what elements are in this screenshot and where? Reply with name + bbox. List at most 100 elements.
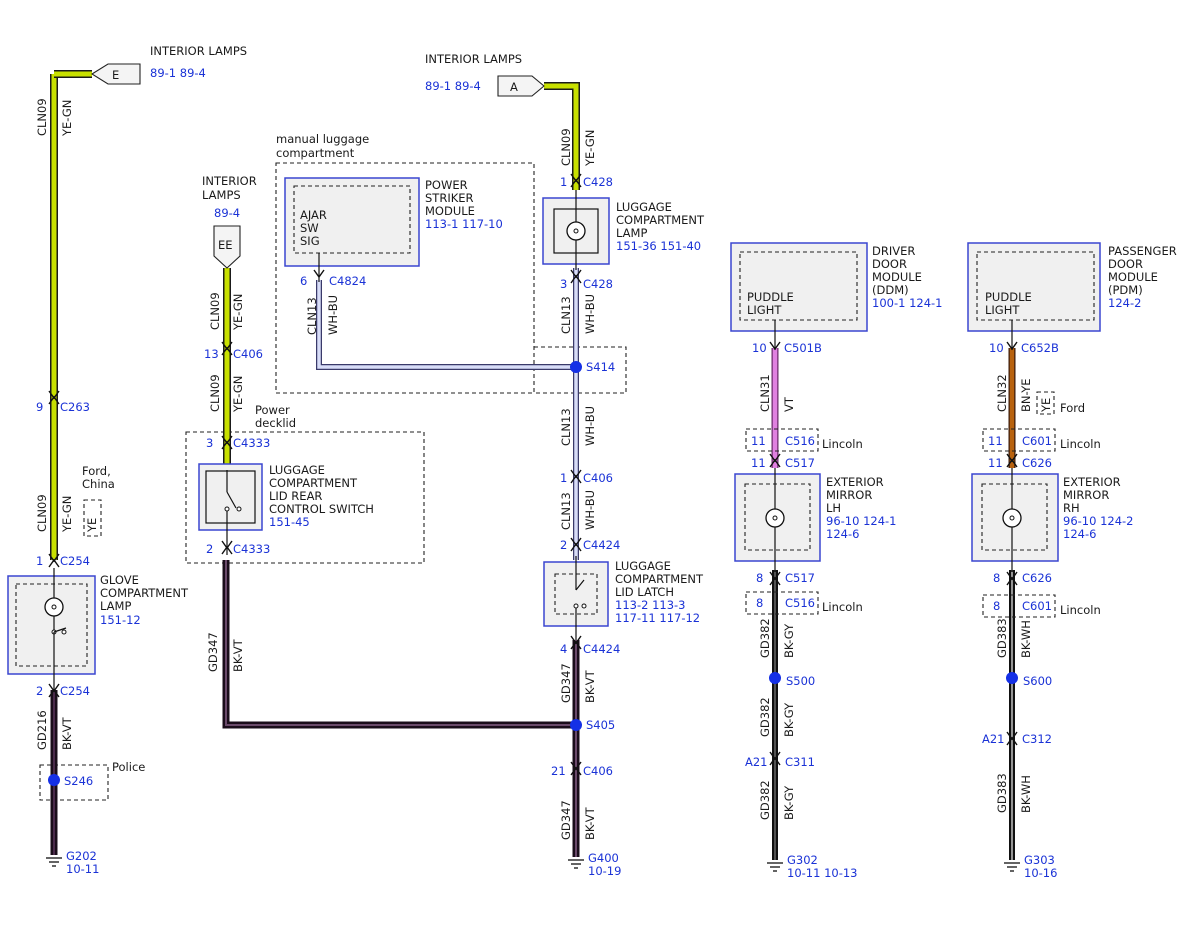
pin: 13 [204,347,219,361]
pin: 11 [751,434,766,448]
connector-e-label: E [112,68,119,82]
color-label: YE-GN [231,376,245,413]
connector-ref: C517 [785,456,815,470]
ground-ref: 10-11 [66,862,99,876]
connector-ref: C652B [1021,341,1059,355]
lamp-icon [1002,508,1022,528]
connector-ref: C626 [1022,456,1052,470]
label: INTERIOR [202,174,257,188]
ref: 124-6 [826,527,859,541]
splice-ref: S414 [586,360,615,374]
label: compartment [276,146,355,160]
circuit-label: GD347 [559,800,573,840]
circuit-label: GD347 [206,632,220,672]
power-striker-module [284,177,420,282]
lid-latch [543,556,609,640]
label: LH [826,501,841,515]
connector-ee-label: EE [218,238,233,252]
color-label: BN-YE [1019,378,1033,412]
pin: 8 [756,596,763,610]
circuit-label: CLN09 [35,494,49,532]
circuit-label: CLN13 [559,492,573,530]
ground-ref: 10-11 10-13 [787,866,858,880]
connector-ref: C516 [785,434,815,448]
pin: 8 [756,571,763,585]
label: POWER [425,178,468,192]
wire-cln13-striker [316,280,576,370]
label: Lincoln [1060,603,1101,617]
color-label: BK-GY [782,785,796,820]
connector-ref: C4424 [583,538,620,552]
pin: 11 [751,456,766,470]
pin: 2 [36,684,43,698]
color-label: BK-GY [782,623,796,658]
component-labels: INTERIOR LAMPS INTERIOR LAMPS INTERIOR L… [82,44,1177,774]
splice-s500 [769,672,781,684]
label: DRIVER [872,244,915,258]
label: PUDDLE [985,290,1032,304]
exterior-mirror-lh [734,468,821,572]
circuit-label: CLN09 [208,374,222,412]
connector-ref: C263 [60,400,90,414]
connector-ref: C406 [233,347,263,361]
circuit-label: CLN31 [758,374,772,412]
lid-rear-control-switch [198,463,263,555]
label: PASSENGER [1108,244,1177,258]
splice-s414 [570,361,582,373]
pin: 8 [993,571,1000,585]
circuit-label: CLN09 [208,292,222,330]
lamp-icon [566,221,586,241]
pin: 4 [560,642,567,656]
label: decklid [255,416,296,430]
label: COMPARTMENT [615,572,704,586]
label: PUDDLE [747,290,794,304]
color-label: BK-WH [1019,775,1033,813]
circuit-label: GD382 [758,618,772,658]
label: STRIKER [425,191,474,205]
ground-ref: G302 [787,853,818,867]
pin: 8 [993,599,1000,613]
circuit-label: GD347 [559,663,573,703]
label: LUGGAGE [616,200,672,214]
label: LID LATCH [615,585,674,599]
label: Police [112,760,145,774]
label: Lincoln [822,437,863,451]
connector-flag-a: A [497,75,545,97]
ground-ref: G303 [1024,853,1055,867]
reference-labels: 89-1 89-4 89-1 89-4 89-4 151-12 151-36 1… [36,66,1141,880]
connector-ref: C406 [583,471,613,485]
connector-ref: C516 [785,596,815,610]
color-label: YE-GN [60,100,74,137]
color-label: VT [782,396,796,412]
connector-ref: C517 [785,571,815,585]
ref: 151-36 151-40 [616,239,701,253]
circuit-label: CLN09 [35,98,49,136]
label: LUGGAGE [615,559,671,573]
label: LAMP [616,226,647,240]
lamp-icon [765,508,785,528]
label: (PDM) [1108,283,1143,297]
pin: A21 [745,755,768,769]
ref: 113-2 113-3 [615,598,686,612]
splice-ref: S600 [1023,674,1052,688]
connector-chevrons [48,173,1018,776]
manual-luggage-compartment-box-ext [534,346,627,394]
ref: 117-11 117-12 [615,611,700,625]
pin: 1 [560,175,567,189]
circuit-label: GD382 [758,780,772,820]
label: Lincoln [1060,437,1101,451]
connector-ref: C406 [583,764,613,778]
ref: 96-10 124-1 [826,514,897,528]
label: Power [255,403,290,417]
ref: 100-1 124-1 [872,296,943,310]
splice-s600 [1006,672,1018,684]
color-label: YE-GN [231,294,245,331]
pin: 3 [206,436,213,450]
luggage-compartment-lamp [542,190,610,270]
color-label: YE-GN [60,496,74,533]
ground-ref: 10-19 [588,864,621,878]
connector-ref: C4824 [329,274,366,288]
pin: 11 [988,434,1003,448]
option-color-label: YE [85,518,99,533]
